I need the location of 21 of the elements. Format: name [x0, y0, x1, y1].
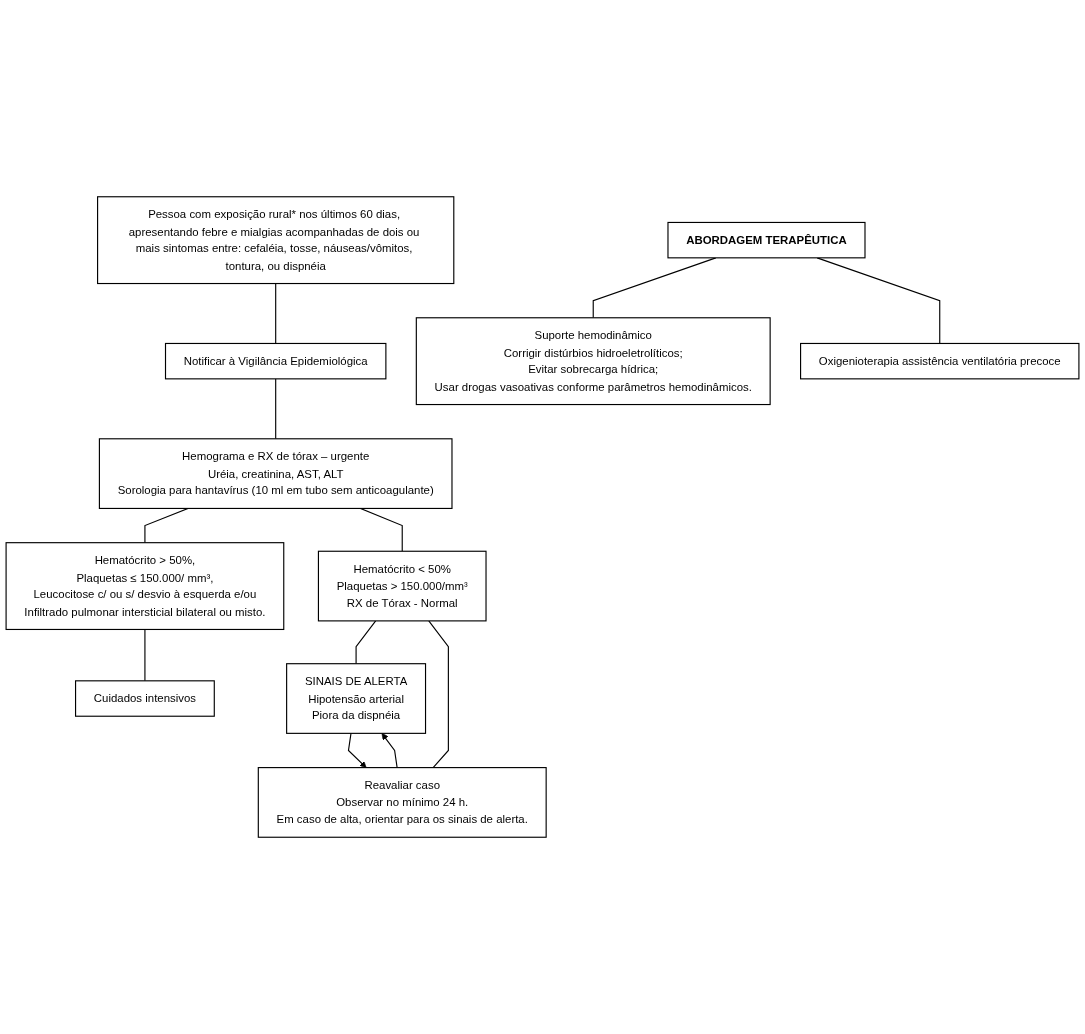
connector: [592, 257, 717, 319]
node-box: Reavaliar caso Observar no mínimo 24 h. Em caso de alta, orientar para os sinais de alerta.: [257, 767, 547, 838]
node-box: Cuidados intensivos: [75, 680, 215, 717]
arrow: [347, 732, 367, 768]
node-box: Pessoa com exposição rural* nos últimos 60 dias, apresentando febre e mialgias acompanhadas de dois ou mais sintomas entre: cefaléia, tosse, náuseas/vômitos, tontura, ou dispnéia: [97, 196, 455, 285]
connector: [144, 628, 146, 682]
node-box: ABORDAGEM TERAPÊUTICA: [667, 221, 866, 259]
connector: [355, 620, 377, 665]
connector: [816, 257, 941, 345]
connector: [144, 507, 189, 544]
node-box: Hematócrito < 50% Plaquetas > 150.000/mm³ RX de Tórax - Normal: [317, 550, 487, 622]
node-box: Suporte hemodinâmico Corrigir distúrbios hidroeletrolíticos; Evitar sobrecarga hídrica; Usar drogas vasoativas conforme parâmetros hemodinâmicos.: [415, 317, 771, 406]
connector: [275, 378, 277, 440]
node-box: Notificar à Vigilância Epidemiológica: [164, 342, 387, 380]
node-box: Hemograma e RX de tórax – urgente Uréia, creatinina, AST, ALT Sorologia para hantavírus (10 ml em tubo sem anticoagulante): [98, 438, 453, 509]
connector: [428, 620, 449, 769]
node-box: SINAIS DE ALERTA Hipotensão arterial Piora da dispnéia: [286, 663, 427, 734]
node-box: Oxigenioterapia assistência ventilatória precoce: [800, 342, 1080, 380]
node-box: Hematócrito > 50%, Plaquetas ≤ 150.000/ mm³, Leucocitose c/ ou s/ desvio à esquerda e/ou Infiltrado pulmonar intersticial bilateral ou misto.: [5, 542, 285, 631]
arrow: [381, 733, 398, 769]
connector: [275, 282, 277, 345]
